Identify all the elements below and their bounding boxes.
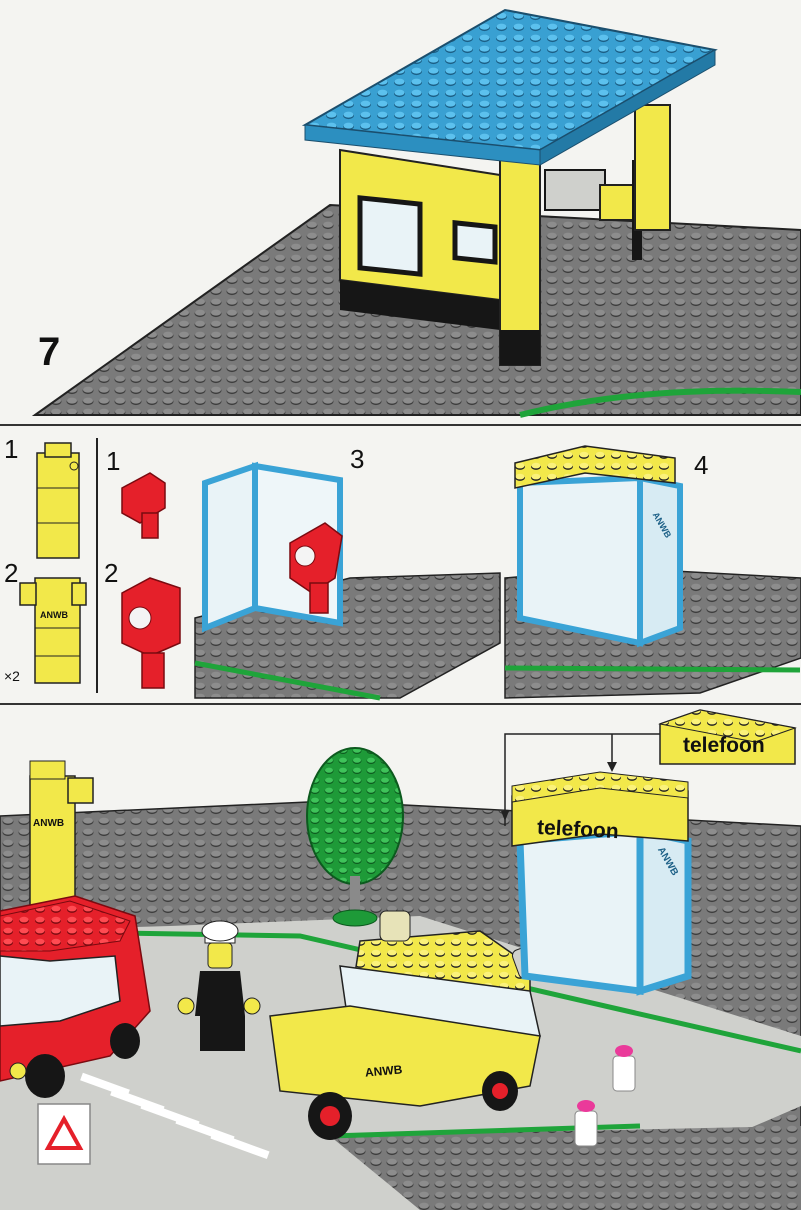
booth-step-4-number: 4 [694,450,709,480]
pillar-text: ANWB [33,818,65,829]
bollards [574,1045,636,1147]
telefoon-sign-brick [658,709,797,765]
scene-illustration [0,709,801,1210]
garage-illustration [31,8,801,418]
phone-step-2-number: 2 [104,558,119,588]
red-car [0,895,151,1098]
zebra-crossing [80,1072,270,1160]
phone-step-1-number: 1 [106,446,121,476]
booth-step-3-number: 3 [350,444,365,474]
sub-assembly-panel: 1 2 ×2 ANWB 1 2 3 4 ANWB [0,428,801,703]
pillar-step-2-number: 2 [4,558,19,588]
booth-sign-text: telefoon [536,815,620,844]
phone-part-2 [121,577,181,689]
warning-sign [37,1103,91,1165]
pillar-quantity: ×2 [4,668,20,684]
telephone-booth [511,771,692,996]
pillar-step-1-number: 1 [4,434,19,464]
pillar-part-1 [36,442,80,559]
tree [306,747,404,927]
phone-part-1 [121,472,166,539]
divider [0,424,801,426]
completed-scene-panel: telefoon telefoon ANWB ANWB ANWB [0,706,801,1210]
police-minifigure [177,920,261,1051]
step-7-panel: 7 [0,0,801,420]
sign-brick-text: telefoon [683,734,765,757]
sub-assembly-illustration [19,438,801,701]
anwb-pillar [29,760,94,907]
pillar-sign-text: ANWB [40,610,68,620]
step-number: 7 [38,330,61,374]
divider [0,703,801,705]
connector-arrow-line [504,733,660,826]
pillar-part-2 [19,577,87,684]
